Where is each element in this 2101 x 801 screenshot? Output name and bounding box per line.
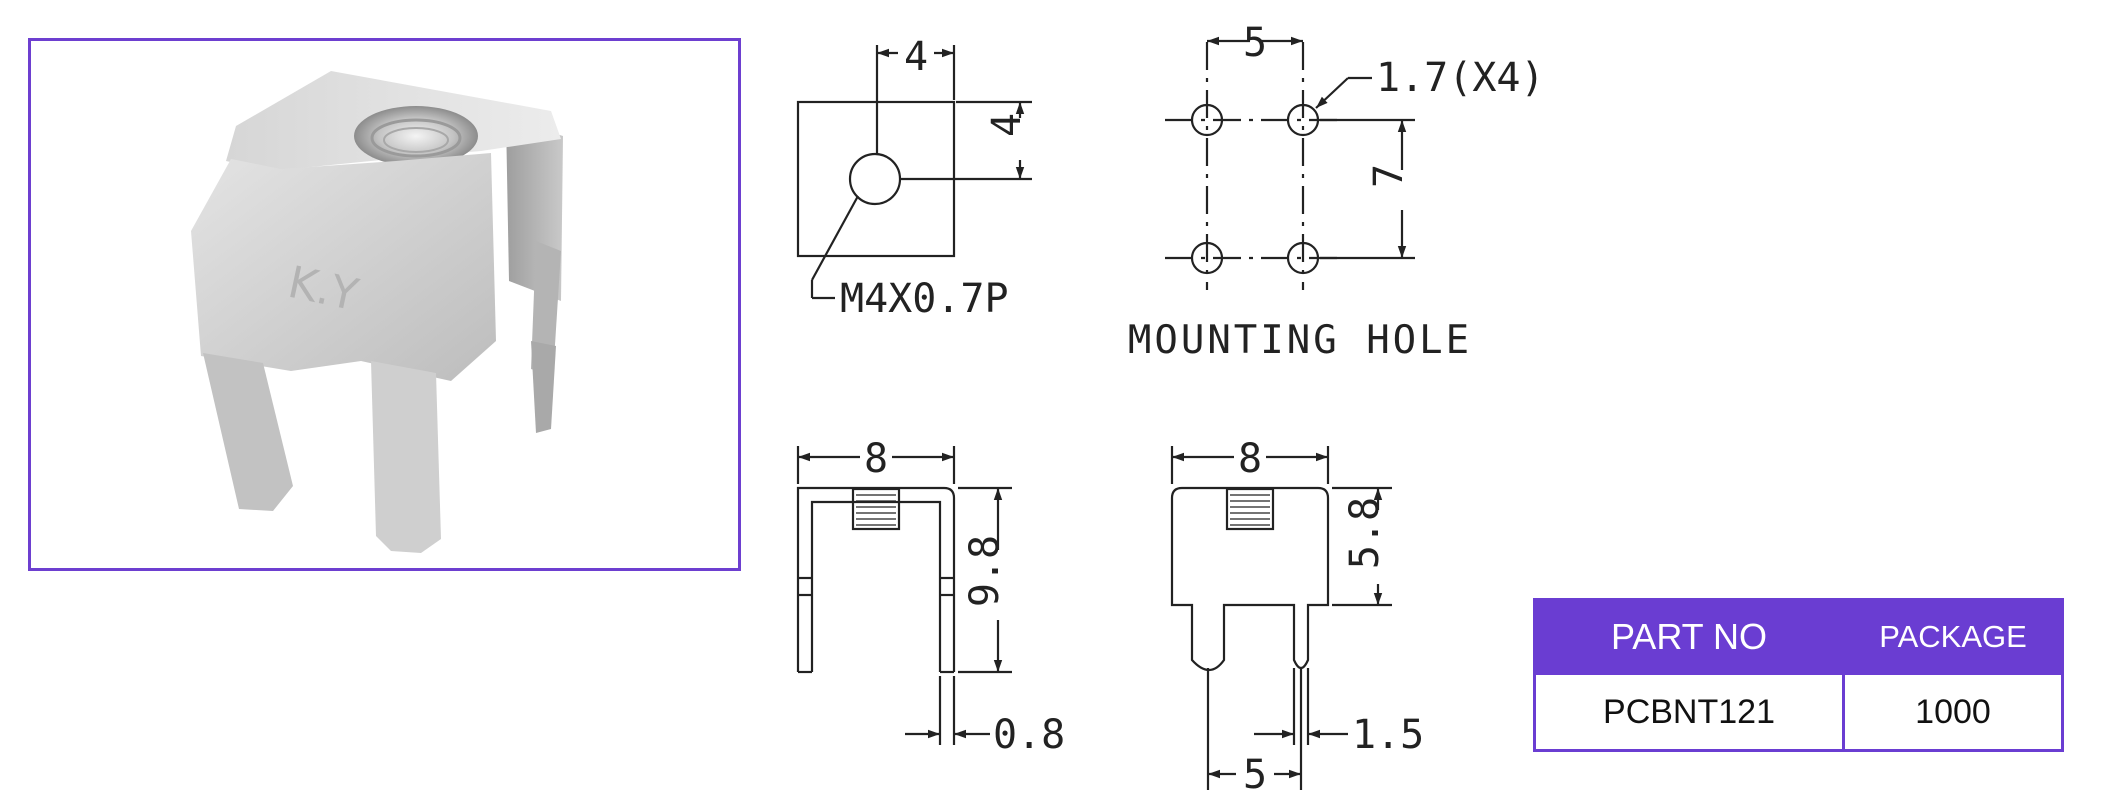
product-photo-frame: K.Y: [28, 38, 741, 571]
mounting-hole-view: [1165, 36, 1415, 290]
table-row: PCBNT121 1000: [1533, 672, 2064, 752]
front-pin-dim: 1.5: [1352, 712, 1424, 758]
mount-hole-label: 1.7(X4): [1376, 55, 1545, 101]
table-header-row: PART NO PACKAGE: [1533, 598, 2064, 675]
side-view: [796, 446, 1012, 745]
front-view: [1170, 446, 1392, 790]
side-outline: [796, 486, 956, 672]
cell-part-no: PCBNT121: [1533, 672, 1845, 752]
side-thickness-dim: 0.8: [993, 712, 1065, 758]
header-part-no: PART NO: [1533, 598, 1845, 675]
front-height-dim: 5.8: [1342, 497, 1388, 569]
front-nut: [1225, 487, 1275, 531]
mounting-hole-caption: MOUNTING HOLE: [1128, 318, 1472, 363]
front-pin-spacing: 5: [1243, 752, 1267, 798]
mount-y-spacing: 7: [1366, 164, 1412, 188]
side-width-dim: 8: [864, 436, 888, 482]
top-height-dim: 4: [984, 113, 1030, 137]
top-view: [796, 45, 1032, 300]
side-nut: [851, 487, 901, 531]
thread-label: M4X0.7P: [840, 276, 1009, 322]
cell-package: 1000: [1842, 672, 2064, 752]
mount-x-spacing: 5: [1243, 20, 1267, 66]
header-package: PACKAGE: [1842, 598, 2064, 675]
front-outline: [1170, 486, 1330, 672]
terminal-photo: K.Y: [191, 71, 563, 553]
front-width-dim: 8: [1238, 436, 1262, 482]
top-width-dim: 4: [904, 34, 928, 80]
side-height-dim: 9.8: [962, 535, 1008, 607]
part-table: PART NO PACKAGE PCBNT121 1000: [1533, 598, 2064, 752]
